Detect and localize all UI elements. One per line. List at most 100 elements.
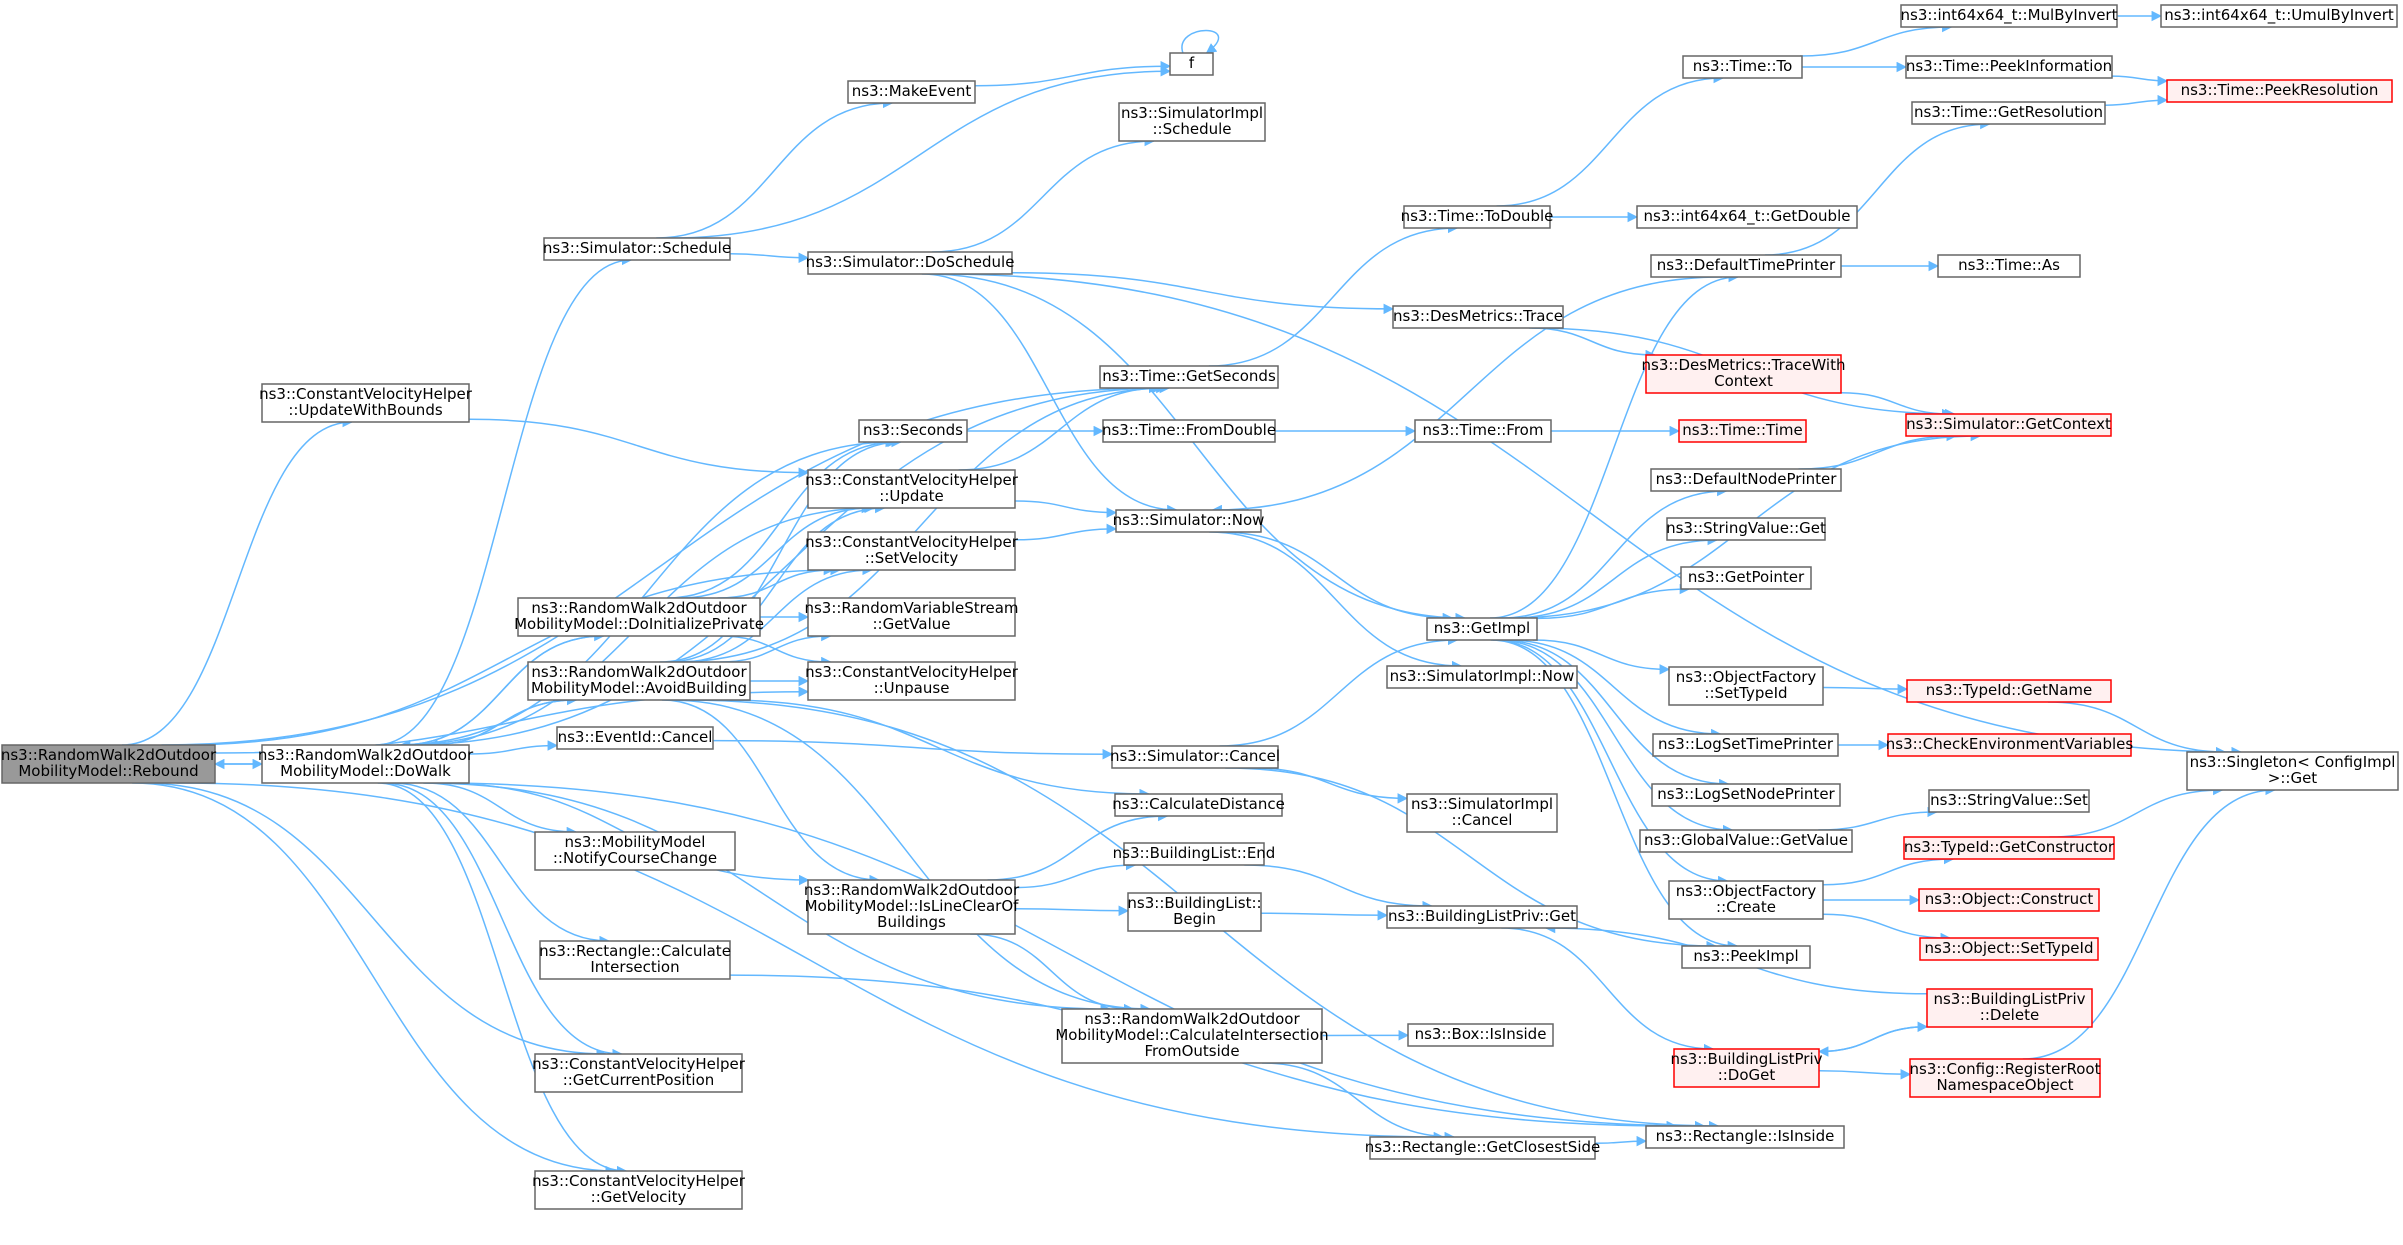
node-bl-end[interactable]: ns3::BuildingList::End bbox=[1113, 842, 1276, 866]
node-label-line: ::Cancel bbox=[1452, 811, 1513, 829]
node-rect-isinside[interactable]: ns3::Rectangle::IsInside bbox=[1645, 1125, 1845, 1149]
node-rect-calcint[interactable]: ns3::Rectangle::CalculateIntersection bbox=[539, 940, 731, 980]
node-defaultnodeprinter[interactable]: ns3::DefaultNodePrinter bbox=[1650, 468, 1842, 492]
node-label-line: ns3::DesMetrics::Trace bbox=[1393, 307, 1563, 325]
node-stringvalue-set[interactable]: ns3::StringValue::Set bbox=[1928, 789, 2090, 813]
node-typeid-getconstructor[interactable]: ns3::TypeId::GetConstructor bbox=[1903, 836, 2115, 860]
node-cvh-setvelocity[interactable]: ns3::ConstantVelocityHelper::SetVelocity bbox=[805, 531, 1019, 571]
node-cvh-getpos[interactable]: ns3::ConstantVelocityHelper::GetCurrentP… bbox=[532, 1053, 746, 1093]
node-simimpl-cancel[interactable]: ns3::SimulatorImpl::Cancel bbox=[1406, 793, 1558, 833]
node-islineclear[interactable]: ns3::RandomWalk2dOutdoorMobilityModel::I… bbox=[804, 879, 1020, 935]
node-objfactory-settypeid[interactable]: ns3::ObjectFactory::SetTypeId bbox=[1668, 666, 1824, 706]
node-object-construct[interactable]: ns3::Object::Construct bbox=[1918, 888, 2100, 912]
node-int64-umulbyinvert[interactable]: ns3::int64x64_t::UmulByInvert bbox=[2160, 4, 2398, 28]
node-doinitialize[interactable]: ns3::RandomWalk2dOutdoorMobilityModel::D… bbox=[514, 597, 764, 637]
edge-rebound-to-cvh_updatewithbounds bbox=[121, 416, 354, 746]
node-time-as[interactable]: ns3::Time::As bbox=[1937, 254, 2081, 278]
node-box bbox=[1403, 205, 1551, 229]
node-makeevent[interactable]: ns3::MakeEvent bbox=[847, 80, 976, 104]
edge-line bbox=[939, 273, 2242, 758]
node-bl-begin[interactable]: ns3::BuildingList::Begin bbox=[1127, 892, 1262, 932]
node-cvh-unpause[interactable]: ns3::ConstantVelocityHelper::Unpause bbox=[805, 661, 1019, 701]
node-cvh-getvel[interactable]: ns3::ConstantVelocityHelper::GetVelocity bbox=[532, 1170, 746, 1210]
node-calcdistance[interactable]: ns3::CalculateDistance bbox=[1112, 793, 1285, 817]
node-eventid-cancel[interactable]: ns3::EventId::Cancel bbox=[556, 726, 714, 750]
node-avoidbuilding[interactable]: ns3::RandomWalk2dOutdoorMobilityModel::A… bbox=[527, 661, 751, 701]
node-time-to[interactable]: ns3::Time::To bbox=[1682, 55, 1803, 79]
edge-typeid_getname-to-singleton_get bbox=[2047, 701, 2227, 758]
node-rect-closestside[interactable]: ns3::Rectangle::GetClosestSide bbox=[1365, 1136, 1601, 1160]
edge-line bbox=[1014, 905, 1130, 917]
node-blp-delete[interactable]: ns3::BuildingListPriv::Delete bbox=[1926, 988, 2093, 1028]
node-rvs-getvalue[interactable]: ns3::RandomVariableStream::GetValue bbox=[804, 597, 1019, 637]
node-getimpl[interactable]: ns3::GetImpl bbox=[1426, 617, 1538, 641]
node-desmetrics-trace[interactable]: ns3::DesMetrics::Trace bbox=[1392, 305, 1564, 329]
edge-blp_doget-to-config_registerroot bbox=[1818, 1069, 1912, 1080]
node-logsettimeprinter[interactable]: ns3::LogSetTimePrinter bbox=[1652, 733, 1839, 757]
node-time-from[interactable]: ns3::Time::From bbox=[1414, 419, 1552, 443]
node-sim-getcontext[interactable]: ns3::Simulator::GetContext bbox=[1905, 413, 2112, 437]
node-int64-mulbyinvert[interactable]: ns3::int64x64_t::MulByInvert bbox=[1900, 4, 2118, 28]
node-object-settypeid[interactable]: ns3::Object::SetTypeId bbox=[1919, 937, 2099, 961]
node-globalvalue-getvalue[interactable]: ns3::GlobalValue::GetValue bbox=[1639, 829, 1853, 853]
node-dowalk[interactable]: ns3::RandomWalk2dOutdoorMobilityModel::D… bbox=[258, 744, 474, 784]
edge-blp_delete-to-blp_doget bbox=[1817, 1026, 1928, 1057]
node-notifycourse[interactable]: ns3::MobilityModel::NotifyCourseChange bbox=[534, 831, 736, 871]
node-time-peekinfo[interactable]: ns3::Time::PeekInformation bbox=[1905, 55, 2113, 79]
node-cvh-update[interactable]: ns3::ConstantVelocityHelper::Update bbox=[805, 469, 1019, 509]
edge-line bbox=[931, 135, 1156, 253]
node-label-line: ::Schedule bbox=[1152, 120, 1231, 138]
node-calcintfromoutside[interactable]: ns3::RandomWalk2dOutdoorMobilityModel::C… bbox=[1055, 1008, 1329, 1064]
edge-line bbox=[141, 782, 607, 1060]
node-getpointer[interactable]: ns3::GetPointer bbox=[1680, 566, 1812, 590]
node-sim-schedule[interactable]: ns3::Simulator::Schedule bbox=[543, 237, 731, 261]
node-box bbox=[1937, 254, 2081, 278]
node-box bbox=[1386, 905, 1578, 929]
node-time-time[interactable]: ns3::Time::Time bbox=[1678, 419, 1807, 443]
node-label-line: ns3::Object::SetTypeId bbox=[1925, 939, 2094, 957]
node-box bbox=[1639, 829, 1853, 853]
node-f[interactable]: f bbox=[1169, 52, 1214, 76]
edge-dowalk-to-rect_isinside bbox=[435, 782, 1706, 1132]
edge-sim_schedule-to-f bbox=[669, 65, 1172, 239]
node-cvh-updatewithbounds[interactable]: ns3::ConstantVelocityHelper::UpdateWithB… bbox=[259, 383, 473, 423]
node-box-isinside[interactable]: ns3::Box::IsInside bbox=[1407, 1023, 1554, 1047]
node-typeid-getname[interactable]: ns3::TypeId::GetName bbox=[1906, 679, 2112, 703]
node-stringvalue-get[interactable]: ns3::StringValue::Get bbox=[1666, 517, 1826, 541]
node-time-getres[interactable]: ns3::Time::GetResolution bbox=[1911, 101, 2106, 125]
node-defaulttimeprinter[interactable]: ns3::DefaultTimePrinter bbox=[1650, 254, 1842, 278]
node-rebound[interactable]: ns3::RandomWalk2dOutdoorMobilityModel::R… bbox=[1, 744, 217, 784]
node-time-getseconds[interactable]: ns3::Time::GetSeconds bbox=[1099, 365, 1279, 389]
node-peekimpl[interactable]: ns3::PeekImpl bbox=[1681, 945, 1811, 969]
node-time-peekres[interactable]: ns3::Time::PeekResolution bbox=[2166, 79, 2393, 103]
node-box bbox=[543, 237, 731, 261]
node-blp-doget[interactable]: ns3::BuildingListPriv::DoGet bbox=[1670, 1048, 1823, 1088]
node-sim-doschedule[interactable]: ns3::Simulator::DoSchedule bbox=[806, 251, 1015, 275]
node-box bbox=[1114, 793, 1283, 817]
node-sim-cancel[interactable]: ns3::Simulator::Cancel bbox=[1110, 745, 1280, 769]
node-logsetnodeprinter[interactable]: ns3::LogSetNodePrinter bbox=[1651, 783, 1841, 807]
node-time-todouble[interactable]: ns3::Time::ToDouble bbox=[1401, 205, 1554, 229]
node-seconds[interactable]: ns3::Seconds bbox=[858, 419, 968, 443]
node-singleton-get[interactable]: ns3::Singleton< ConfigImpl >::Get bbox=[2186, 751, 2399, 791]
node-box bbox=[1645, 354, 1842, 394]
node-blp-get[interactable]: ns3::BuildingListPriv::Get bbox=[1386, 905, 1578, 929]
edge-line bbox=[668, 699, 1151, 1015]
node-sim-now[interactable]: ns3::Simulator::Now bbox=[1113, 509, 1265, 533]
node-box bbox=[1650, 254, 1842, 278]
node-objfactory-create[interactable]: ns3::ObjectFactory::Create bbox=[1668, 880, 1824, 920]
edge-getimpl-to-globalvalue_getvalue bbox=[1495, 639, 1734, 836]
edge-globalvalue_getvalue-to-stringvalue_set bbox=[1818, 806, 1938, 831]
node-label-line: ns3::Time::GetResolution bbox=[1914, 103, 2103, 121]
node-simimpl-now[interactable]: ns3::SimulatorImpl::Now bbox=[1386, 665, 1578, 689]
node-time-fromdouble[interactable]: ns3::Time::FromDouble bbox=[1102, 419, 1276, 443]
node-simimpl-schedule[interactable]: ns3::SimulatorImpl::Schedule bbox=[1118, 102, 1266, 142]
edge-avoidbuilding-to-seconds bbox=[659, 436, 902, 663]
node-box bbox=[1102, 419, 1276, 443]
node-checkenv[interactable]: ns3::CheckEnvironmentVariables bbox=[1886, 733, 2134, 757]
node-label-line: ns3::DefaultNodePrinter bbox=[1656, 470, 1838, 488]
node-int64-getdouble[interactable]: ns3::int64x64_t::GetDouble bbox=[1636, 205, 1858, 229]
